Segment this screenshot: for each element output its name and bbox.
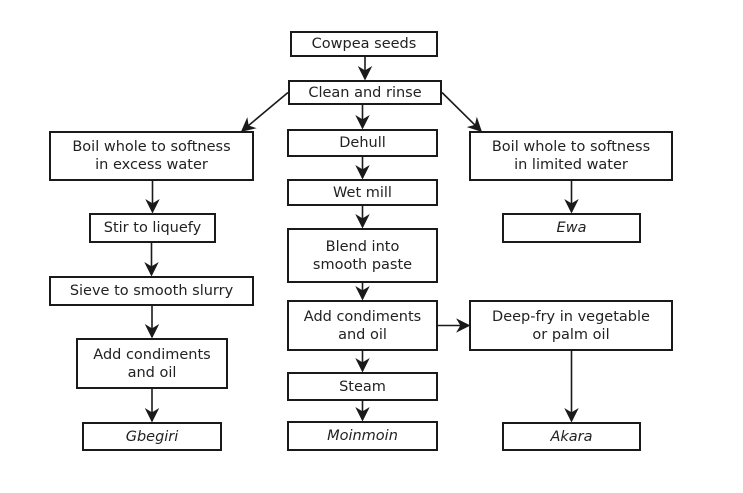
node-clean-and-rinse: Clean and rinse <box>288 80 442 105</box>
node-product-moinmoin: Moinmoin <box>287 421 438 451</box>
node-product-akara: Akara <box>502 422 641 451</box>
node-add-condiments-center: Add condiments and oil <box>287 300 438 351</box>
node-cowpea-seeds: Cowpea seeds <box>290 31 438 57</box>
node-product-gbegiri: Gbegiri <box>82 422 222 451</box>
node-wet-mill: Wet mill <box>287 179 438 206</box>
arrow-clean-rinse-to-boil-limited <box>441 91 483 133</box>
node-blend-paste: Blend into smooth paste <box>287 228 438 283</box>
node-dehull: Dehull <box>287 129 438 157</box>
node-sieve-to-slurry: Sieve to smooth slurry <box>49 276 254 306</box>
node-boil-limited-water: Boil whole to softness in limited water <box>469 131 673 181</box>
node-add-condiments-left: Add condiments and oil <box>76 338 228 389</box>
node-deep-fry: Deep-fry in vegetable or palm oil <box>469 300 673 351</box>
node-boil-excess-water: Boil whole to softness in excess water <box>49 131 254 181</box>
node-stir-to-liquefy: Stir to liquefy <box>89 213 216 243</box>
node-steam: Steam <box>287 372 438 401</box>
arrow-clean-rinse-to-boil-excess <box>240 91 289 132</box>
node-product-ewa: Ewa <box>502 213 641 243</box>
